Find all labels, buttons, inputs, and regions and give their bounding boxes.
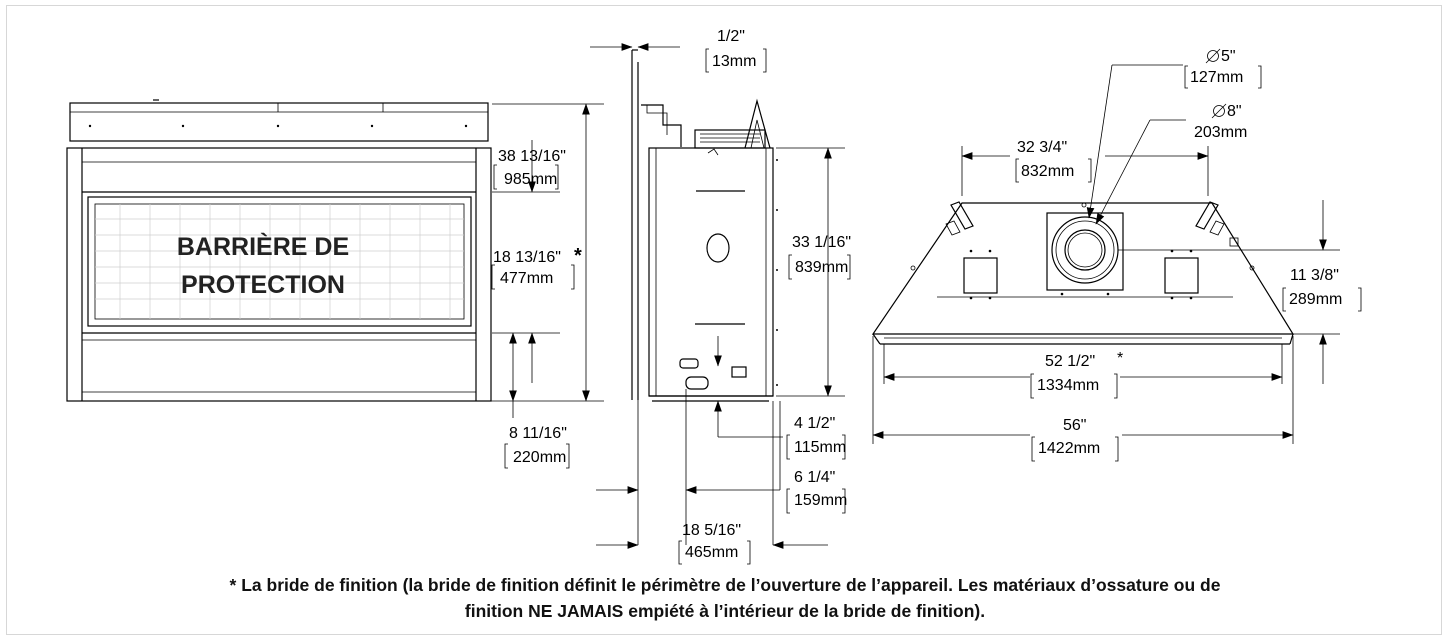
- dim-front-opening-in: 18 13/16": [493, 249, 561, 266]
- dim-top-opening-star: *: [1117, 350, 1123, 367]
- dim-vent8-mm: 203mm: [1194, 124, 1247, 141]
- dim-top-opening-in: 52 1/2": [1045, 353, 1095, 370]
- dim-side-b-mm: 159mm: [794, 492, 847, 509]
- dim-flange-mm: 13mm: [712, 53, 756, 70]
- dim-side-depth-in: 18 5/16": [682, 522, 741, 539]
- dim-top-width-in: 56": [1063, 417, 1086, 434]
- front-view: BARRIÈRE DE PROTECTION: [66, 99, 492, 402]
- footnote-line2: finition NE JAMAIS empiété à l’intérieur…: [464, 601, 986, 621]
- diagram-frame: [6, 5, 1442, 635]
- top-view: [871, 201, 1295, 345]
- footnote: * La bride de finition (la bride de fini…: [40, 572, 1410, 624]
- dim-top-depth-mm: 289mm: [1289, 291, 1342, 308]
- dim-front-opening-mm: 477mm: [500, 270, 553, 287]
- dim-top-width-mm: 1422mm: [1038, 440, 1100, 457]
- footnote-line1: * La bride de finition (la bride de fini…: [229, 575, 1221, 595]
- front-dimensions: 38 13/16" 985mm 18 13/16" * 477mm 8 11/1…: [486, 103, 604, 469]
- dim-side-b-in: 6 1/4": [794, 469, 835, 486]
- dim-top-opening-mm: 1334mm: [1037, 377, 1099, 394]
- diameter-8-icon: [1211, 103, 1227, 119]
- side-view: [631, 49, 778, 402]
- dim-top-center-mm: 832mm: [1021, 163, 1074, 180]
- dim-side-height-in: 33 1/16": [792, 234, 851, 251]
- dim-side-height-mm: 839mm: [795, 259, 848, 276]
- dim-top-center-in: 32 3/4": [1017, 139, 1067, 156]
- dim-side-a-in: 4 1/2": [794, 415, 835, 432]
- dim-flange-in: 1/2": [717, 28, 745, 45]
- diameter-5-icon: [1205, 48, 1221, 64]
- dim-front-top-in: 38 13/16": [498, 148, 566, 165]
- dim-front-bottom-in: 8 11/16": [509, 425, 567, 442]
- dim-vent8-in: 8": [1227, 103, 1242, 120]
- barrier-label-line2: PROTECTION: [181, 271, 345, 299]
- dim-vent5-mm: 127mm: [1190, 69, 1243, 86]
- side-dimensions: 1/2" 13mm 33 1/16" 839mm 4 1/2" 115mm 6 …: [590, 28, 851, 565]
- barrier-label-line1: BARRIÈRE DE: [177, 232, 349, 261]
- dim-side-depth-mm: 465mm: [685, 544, 738, 561]
- dim-vent5-in: 5": [1221, 48, 1236, 65]
- barrier-mesh: [95, 204, 464, 319]
- dim-front-bottom-mm: 220mm: [513, 449, 566, 466]
- top-dimensions: 5" 127mm 8" 203mm 32 3/4" 832mm 11 3/8" …: [872, 48, 1362, 462]
- dim-front-top-mm: 985mm: [504, 171, 557, 188]
- dim-top-depth-in: 11 3/8": [1290, 267, 1339, 284]
- dim-side-a-mm: 115mm: [794, 439, 846, 456]
- dim-front-opening-star: *: [574, 245, 582, 267]
